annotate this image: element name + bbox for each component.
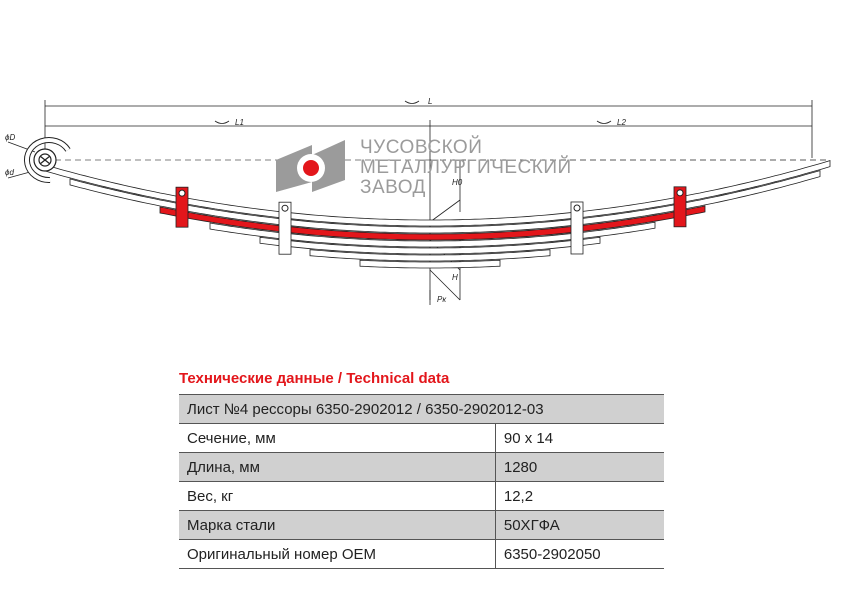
logo-mark — [276, 140, 345, 192]
spring-leaf — [209, 221, 656, 248]
spring-clamp — [175, 186, 189, 228]
spring-leaf — [69, 170, 821, 234]
dim-H0: H0 — [452, 178, 463, 187]
clamp-bolt — [281, 204, 289, 212]
row-label: Вес, кг — [179, 481, 496, 511]
highlighted-leaf — [159, 205, 706, 241]
spring-leaf — [359, 259, 501, 269]
spring-eye — [23, 137, 71, 184]
spring-leaves — [44, 160, 831, 269]
tech-data-table: Лист №4 рессоры 6350-2902012 / 6350-2902… — [179, 394, 664, 569]
spring-clamp — [278, 201, 292, 255]
table-header-row: Лист №4 рессоры 6350-2902012 / 6350-2902… — [179, 394, 664, 424]
row-label: Оригинальный номер OEM — [179, 539, 496, 569]
logo-text: ЧУСОВСКОЙ МЕТАЛЛУРГИЧЕСКИЙ ЗАВОД — [360, 138, 572, 198]
tech-data-title: Технические данные / Technical data — [179, 370, 450, 387]
row-label: Марка стали — [179, 510, 496, 540]
spring-leaf — [309, 249, 551, 262]
dim-H: H — [452, 273, 458, 282]
spring-leaf — [44, 160, 831, 227]
row-value: 12,2 — [494, 481, 664, 511]
row-label: Сечение, мм — [179, 423, 496, 453]
logo-line-1: ЧУСОВСКОЙ — [360, 137, 483, 158]
clamp-bolt — [573, 204, 581, 212]
spring-leaf — [259, 236, 601, 255]
dim-L1: L1 — [235, 118, 244, 127]
dim-D: ϕD — [5, 133, 15, 142]
row-value: 90 x 14 — [494, 423, 664, 453]
logo-line-2: МЕТАЛЛУРГИЧЕСКИЙ — [360, 157, 572, 178]
dim-L: L — [428, 97, 432, 106]
table-header: Лист №4 рессоры 6350-2902012 / 6350-2902… — [179, 394, 664, 424]
dim-d: ϕd — [5, 168, 14, 177]
row-value: 1280 — [494, 452, 664, 482]
dim-Pk: Pк — [437, 295, 447, 304]
row-label: Длина, мм — [179, 452, 496, 482]
dim-L2: L2 — [617, 118, 626, 127]
clamp-bolt — [676, 189, 684, 197]
spring-clamp — [673, 186, 687, 228]
spring-clamp — [570, 201, 584, 255]
logo-line-3: ЗАВОД — [360, 177, 426, 198]
clamp-bolt — [178, 189, 186, 197]
spring-clamps — [175, 186, 687, 255]
row-value: 6350-2902050 — [494, 539, 664, 569]
leaf-spring-drawing: L L1 L2 ϕD ϕd H0 H Pк — [5, 97, 831, 305]
row-value: 50ХГФА — [494, 510, 664, 540]
